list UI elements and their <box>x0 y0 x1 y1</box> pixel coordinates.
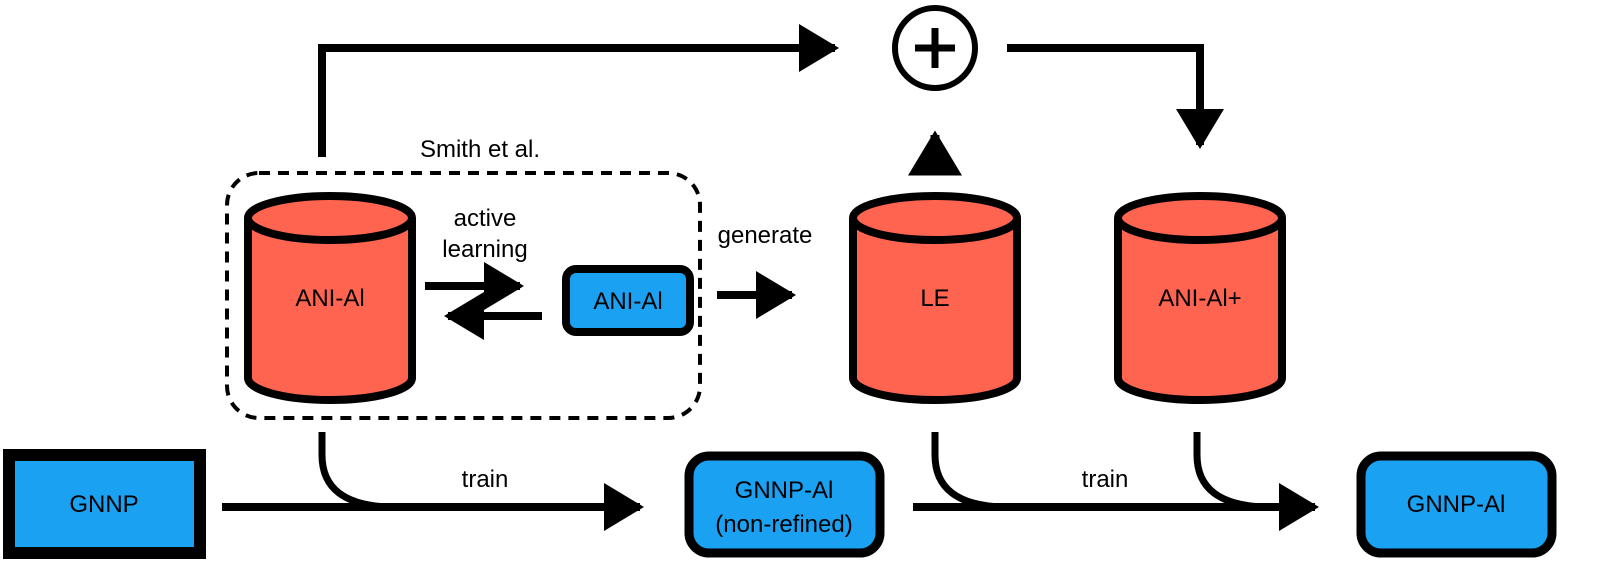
model-gnnp-al: GNNP-Al <box>1356 451 1557 558</box>
model-gnnp-al-nonrefined-label-2: (non-refined) <box>715 511 852 538</box>
dataset-ani-al-plus-label: ANI-Al+ <box>1158 285 1241 312</box>
active-learning-label-2: learning <box>442 236 527 263</box>
edge-ani-al-to-combine <box>318 24 839 157</box>
model-ani-al-label: ANI-Al <box>593 288 662 315</box>
smith-group-box <box>225 171 702 420</box>
train-label-2: train <box>1082 466 1129 493</box>
edge-combine-to-ani-al-plus <box>1007 44 1224 149</box>
active-learning-label-1: active <box>454 205 517 232</box>
dataset-le-label: LE <box>920 285 949 312</box>
dataset-ani-al-plus: ANI-Al+ <box>1114 192 1286 404</box>
model-gnnp-al-nonrefined-label-1: GNNP-Al <box>735 477 834 504</box>
dataset-ani-al: ANI-Al <box>244 192 416 404</box>
train-label-1: train <box>462 466 509 493</box>
smith-group-label: Smith et al. <box>420 136 540 163</box>
edge-ani-al-plus-merge <box>1193 432 1266 511</box>
edge-ani-al-merge <box>318 432 391 511</box>
combine-node <box>892 5 978 91</box>
dataset-ani-al-label: ANI-Al <box>295 285 364 312</box>
model-gnnp-label: GNNP <box>69 491 138 518</box>
edge-le-merge <box>931 432 1004 511</box>
model-gnnp: GNNP <box>3 449 206 559</box>
model-gnnp-al-nonrefined: GNNP-Al (non-refined) <box>684 451 885 558</box>
dataset-le: LE <box>849 192 1021 404</box>
generate-label: generate <box>718 222 813 249</box>
model-ani-al: ANI-Al <box>562 265 694 336</box>
model-gnnp-al-label: GNNP-Al <box>1407 491 1506 518</box>
